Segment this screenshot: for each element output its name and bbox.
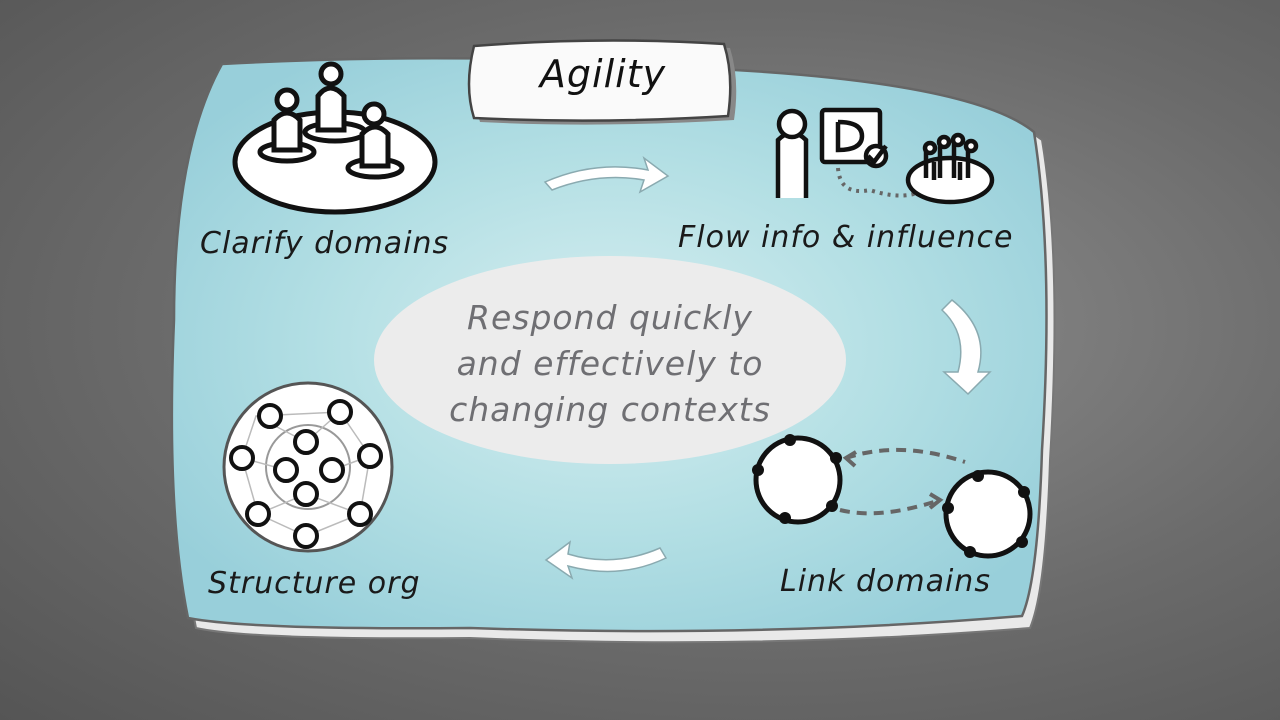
- title-tab: [467, 39, 737, 125]
- diagram-title: Agility: [539, 52, 667, 96]
- arrow-left: [544, 540, 668, 580]
- step-label-structure-org: Structure org: [208, 566, 421, 601]
- info-flow-icon: [775, 107, 995, 205]
- step-label-clarify-domains: Clarify domains: [200, 226, 450, 261]
- center-line-2: and effectively to: [456, 344, 764, 383]
- center-line-3: changing contexts: [449, 390, 771, 429]
- people-in-domain-icon: [232, 61, 438, 215]
- org-structure-icon: [222, 381, 394, 553]
- center-statement: Respond quickly and effectively to chang…: [395, 295, 825, 433]
- step-label-flow-info: Flow info & influence: [678, 220, 1014, 255]
- cycle-arrows: [543, 155, 992, 580]
- arrow-down: [940, 298, 992, 396]
- step-label-link-domains: Link domains: [780, 564, 991, 599]
- linked-domains-icon: [752, 434, 1033, 559]
- arrow-right: [543, 155, 670, 194]
- center-line-1: Respond quickly: [467, 298, 753, 337]
- center-ellipse: [374, 256, 846, 464]
